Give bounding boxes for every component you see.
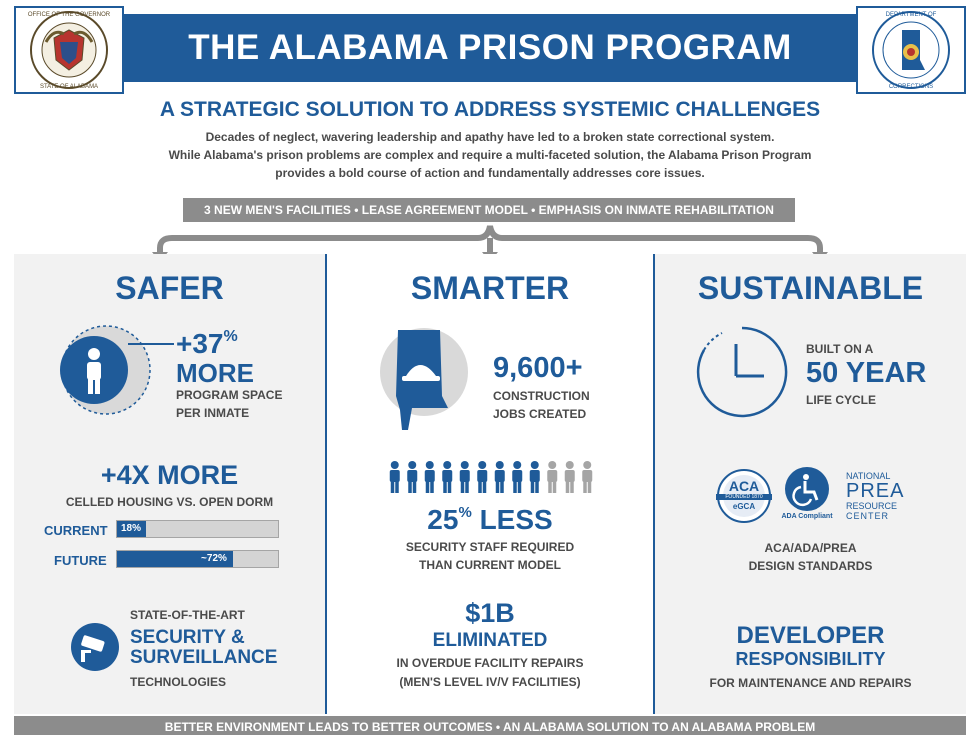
future-bar-track: ~72%: [116, 550, 279, 568]
staff-desc-2: THAN CURRENT MODEL: [419, 558, 561, 572]
clock-icon: [696, 326, 788, 418]
person-icon: [407, 461, 418, 493]
life-post: LIFE CYCLE: [806, 393, 877, 407]
repairs-desc-1: IN OVERDUE FACILITY REPAIRS: [396, 656, 584, 670]
prea-line-4: CENTER: [846, 511, 890, 521]
tech-post: TECHNOLOGIES: [130, 675, 227, 689]
subtitle: A STRATEGIC SOLUTION TO ADDRESS SYSTEMIC…: [159, 98, 821, 121]
program-space-person-icon: [60, 325, 174, 415]
aca-founded: FOUNDED 1870: [716, 494, 772, 500]
person-icon: [442, 461, 453, 493]
tech-line-2: SURVEILLANCE: [130, 647, 278, 668]
governor-seal-box: [14, 6, 124, 94]
developer-line-2: RESPONSIBILITY: [735, 649, 886, 669]
aca-logo-text: ACA: [728, 478, 760, 494]
footer-banner: BETTER ENVIRONMENT LEADS TO BETTER OUTCO…: [14, 716, 966, 735]
staff-value: 25: [427, 504, 459, 535]
governor-seal-text-bottom: STATE OF ALABAMA: [39, 84, 99, 90]
jobs-desc-2: JOBS CREATED: [493, 407, 587, 421]
current-bar-value: 18%: [121, 523, 142, 534]
safer-title: SAFER: [115, 270, 224, 306]
person-icon: [494, 461, 505, 493]
governor-seal-icon: [30, 11, 108, 89]
repairs-desc-2: (MEN'S LEVEL IV/V FACILITIES): [399, 675, 581, 689]
aca-sub: eGCA: [732, 502, 756, 511]
future-bar-value: ~72%: [201, 553, 227, 564]
alabama-hardhat-icon: [380, 328, 468, 430]
person-icon: [547, 461, 558, 493]
staff-people-row: [386, 460, 596, 494]
jobs-desc-1: CONSTRUCTION: [493, 389, 590, 403]
divider-left: [325, 254, 327, 714]
life-pre: BUILT ON A: [806, 342, 874, 356]
program-space-stat: +37%: [176, 328, 238, 360]
person-icon: [389, 461, 400, 493]
doc-seal-box: [856, 6, 966, 94]
person-icon: [529, 461, 540, 493]
person-icon: [459, 461, 470, 493]
wheelchair-icon: [785, 467, 829, 511]
celled-housing-desc: CELLED HOUSING VS. OPEN DORM: [65, 495, 274, 509]
doc-seal-text-bottom: CORRECTIONS: [888, 84, 934, 90]
pillars-banner: 3 NEW MEN'S FACILITIES • LEASE AGREEMENT…: [183, 198, 795, 222]
program-space-more: MORE: [176, 358, 254, 388]
prea-line-2: PREA: [846, 480, 905, 502]
person-icon: [564, 461, 575, 493]
intro-line-3: provides a bold course of action and fun…: [275, 166, 705, 180]
standards-line-1: ACA/ADA/PREA: [764, 541, 857, 555]
developer-line-1: DEVELOPER: [736, 622, 885, 649]
safer-panel: [14, 254, 325, 714]
program-space-desc-2: PER INMATE: [176, 406, 250, 420]
jobs-value: 9,600+: [493, 352, 583, 384]
tech-pre: STATE-OF-THE-ART: [130, 608, 245, 622]
program-space-value: +37: [176, 328, 224, 359]
staff-stat: 25% LESS: [327, 504, 653, 536]
divider-right: [653, 254, 655, 714]
celled-housing-stat: +4X MORE: [100, 460, 239, 490]
program-space-unit: %: [223, 328, 238, 345]
repairs-word: ELIMINATED: [432, 630, 548, 651]
intro-line-2: While Alabama's prison problems are comp…: [168, 148, 812, 162]
person-icon: [582, 461, 593, 493]
current-bar-fill: 18%: [117, 521, 146, 537]
sustainable-title: SUSTAINABLE: [697, 270, 924, 306]
security-camera-icon: [71, 623, 119, 671]
staff-people-icons: [389, 461, 593, 493]
prea-line-3: RESOURCE: [846, 501, 898, 511]
doc-seal-text-top: DEPARTMENT OF: [885, 12, 937, 18]
developer-desc: FOR MAINTENANCE AND REPAIRS: [709, 676, 912, 690]
page-title: THE ALABAMA PRISON PROGRAM: [188, 28, 792, 67]
current-bar-track: 18%: [116, 520, 279, 538]
future-label: FUTURE: [54, 553, 107, 568]
tech-line-1: SECURITY &: [130, 627, 245, 648]
staff-unit: %: [458, 504, 472, 521]
repairs-value: $1B: [465, 598, 515, 628]
current-label: CURRENT: [44, 523, 108, 538]
corrections-seal-icon: [872, 11, 950, 89]
person-icon: [512, 461, 523, 493]
smarter-title: SMARTER: [410, 270, 570, 306]
intro-line-1: Decades of neglect, wavering leadership …: [205, 130, 775, 144]
program-space-desc-1: PROGRAM SPACE: [176, 388, 283, 402]
smarter-panel: [327, 254, 653, 714]
person-icon: [424, 461, 435, 493]
person-icon: [477, 461, 488, 493]
prea-line-1: NATIONAL: [846, 471, 891, 481]
header-bar: [14, 14, 966, 82]
standards-line-2: DESIGN STANDARDS: [748, 559, 873, 573]
life-value: 50 YEAR: [806, 357, 927, 389]
staff-word: LESS: [479, 504, 553, 535]
future-bar-fill: ~72%: [117, 551, 233, 567]
staff-desc-1: SECURITY STAFF REQUIRED: [405, 540, 575, 554]
ada-caption: ADA Compliant: [781, 513, 833, 520]
governor-seal-text-top: OFFICE OF THE GOVERNOR: [27, 12, 111, 18]
